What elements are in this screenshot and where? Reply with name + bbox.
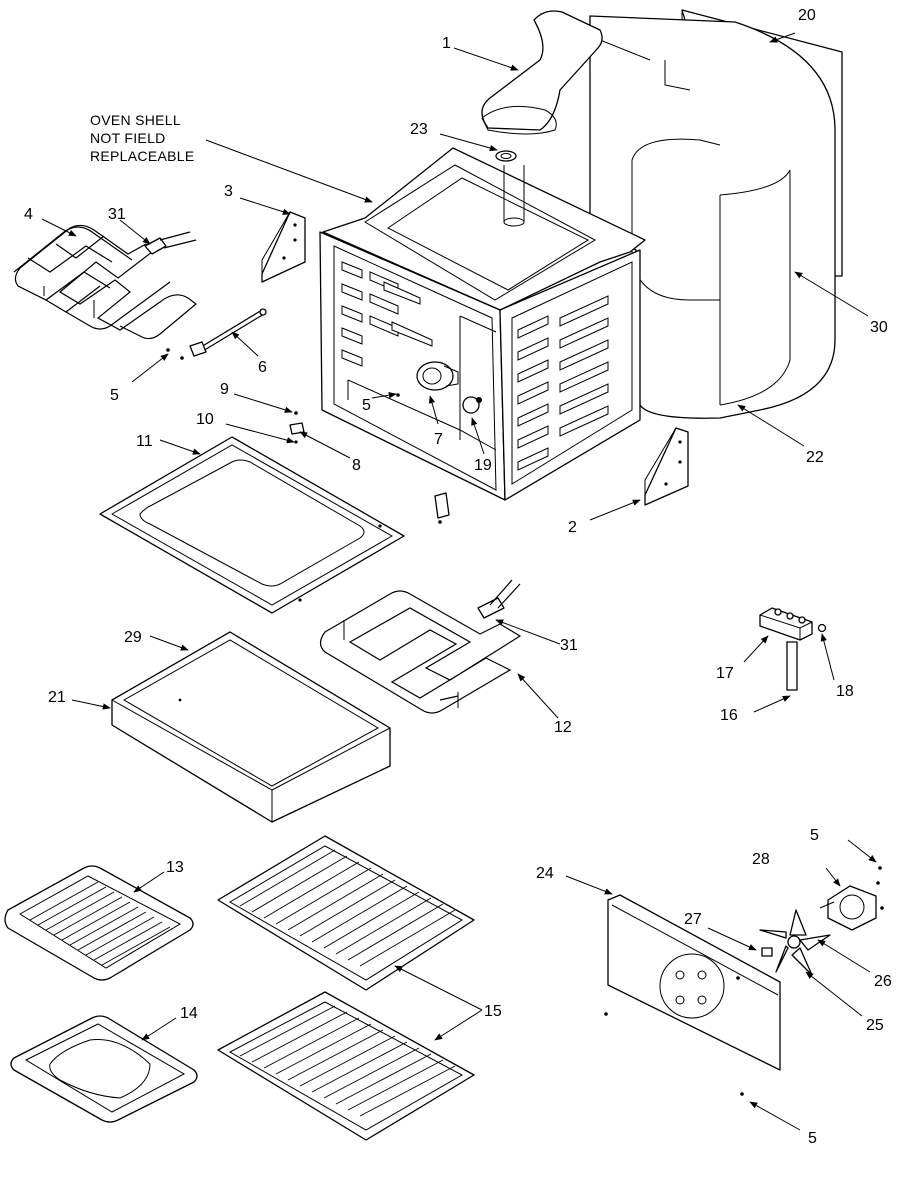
convection-fan-motor [819,866,884,931]
leader-lines [41,32,877,1131]
callout-5-cavity: 5 [362,397,371,414]
broil-pan-grid [4,865,194,981]
callout-24: 24 [536,865,554,882]
callout-labels: 1 20 23 3 4 31 5 6 5 7 19 9 10 8 11 30 2… [24,7,892,1147]
callout-6: 6 [258,359,267,376]
convection-fan-blade [759,909,831,976]
callout-22: 22 [806,449,824,466]
callout-12: 12 [554,719,572,736]
callout-28: 28 [752,851,770,868]
callout-9: 9 [220,381,229,398]
callout-14: 14 [180,1005,198,1022]
bake-element [319,579,522,714]
callout-10: 10 [196,411,214,428]
oven-cavity [319,147,646,501]
callout-16: 16 [720,707,738,724]
callout-23: 23 [410,121,428,138]
note-line-2: NOT FIELD [90,130,166,146]
callout-8: 8 [352,457,361,474]
oven-rack-lower [217,991,475,1141]
callout-4: 4 [24,206,33,223]
oven-rack-upper [217,835,475,991]
callout-7: 7 [434,431,443,448]
terminal-block [759,607,827,691]
callout-1: 1 [442,35,451,52]
note-line-3: REPLACEABLE [90,148,194,164]
callout-30: 30 [870,319,888,336]
oven-shell-note: OVEN SHELL NOT FIELD REPLACEABLE [90,112,194,164]
callout-17: 17 [716,665,734,682]
callout-29: 29 [124,629,142,646]
oven-temperature-sensor [166,308,267,360]
small-hardware [289,393,450,524]
callout-13: 13 [166,859,184,876]
callout-18: 18 [836,683,854,700]
broil-element [13,224,197,340]
side-vent-slots [517,295,609,471]
storage-drawer [111,631,391,823]
oven-door-inner-panel [99,436,405,614]
left-side-bracket [261,211,306,283]
callout-20: 20 [798,7,816,24]
callout-25: 25 [866,1017,884,1034]
callout-27: 27 [684,911,702,928]
convection-fan-cover [604,894,781,1096]
callout-26: 26 [874,973,892,990]
callout-2: 2 [568,519,577,536]
vent-duct [481,10,603,135]
broil-pan [10,1015,198,1123]
callout-5-cover: 5 [808,1130,817,1147]
interior-rack-slots [341,261,433,367]
callout-11: 11 [136,433,153,450]
callout-5-left: 5 [110,387,119,404]
callout-3: 3 [224,183,233,200]
vent-gasket [495,150,517,162]
note-line-1: OVEN SHELL [90,112,181,128]
callout-19: 19 [474,457,492,474]
right-side-bracket [644,427,689,506]
callout-15: 15 [484,1003,502,1020]
callout-21: 21 [48,689,66,706]
callout-5-motor: 5 [810,827,819,844]
callout-31-upper: 31 [108,206,126,223]
callout-31-lower: 31 [560,637,578,654]
